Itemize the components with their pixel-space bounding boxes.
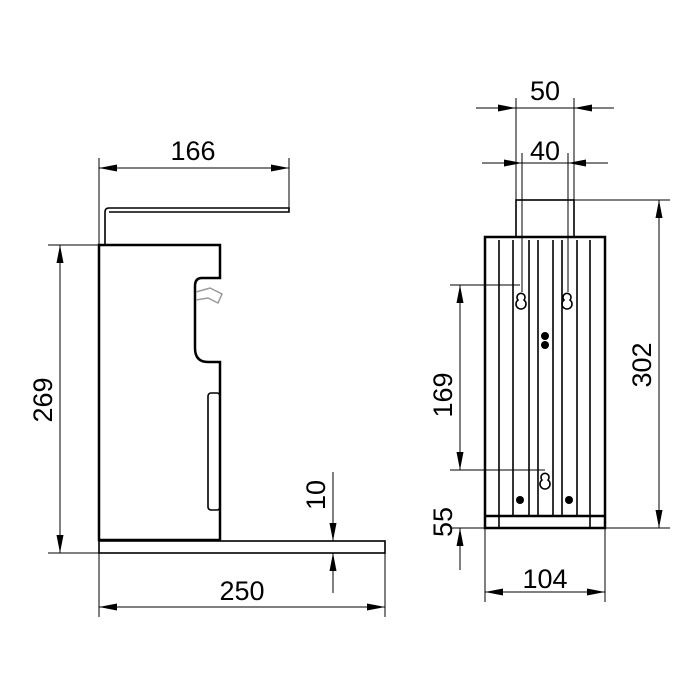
side-view: 166 269 10 250 <box>28 136 386 617</box>
dispenser-body <box>97 243 222 542</box>
dim-169: 169 <box>428 372 458 417</box>
dim-104: 104 <box>522 564 567 594</box>
dim-10: 10 <box>301 480 331 510</box>
dim-55: 55 <box>428 507 458 537</box>
back-view: 50 40 302 169 55 104 <box>428 76 670 602</box>
top-block <box>515 199 575 238</box>
dim-166: 166 <box>170 136 215 166</box>
spout <box>195 287 223 305</box>
dim-50: 50 <box>530 76 560 106</box>
dim-40: 40 <box>530 136 560 166</box>
dim-302: 302 <box>627 342 657 387</box>
base-plate <box>98 540 386 554</box>
ribs <box>498 240 591 528</box>
dim-269: 269 <box>28 377 58 422</box>
side-slot <box>207 392 221 511</box>
back-body <box>483 235 607 530</box>
keyhole-icon <box>515 292 573 490</box>
screw-holes <box>516 332 573 504</box>
dim-250: 250 <box>219 576 264 606</box>
lever <box>104 207 290 245</box>
